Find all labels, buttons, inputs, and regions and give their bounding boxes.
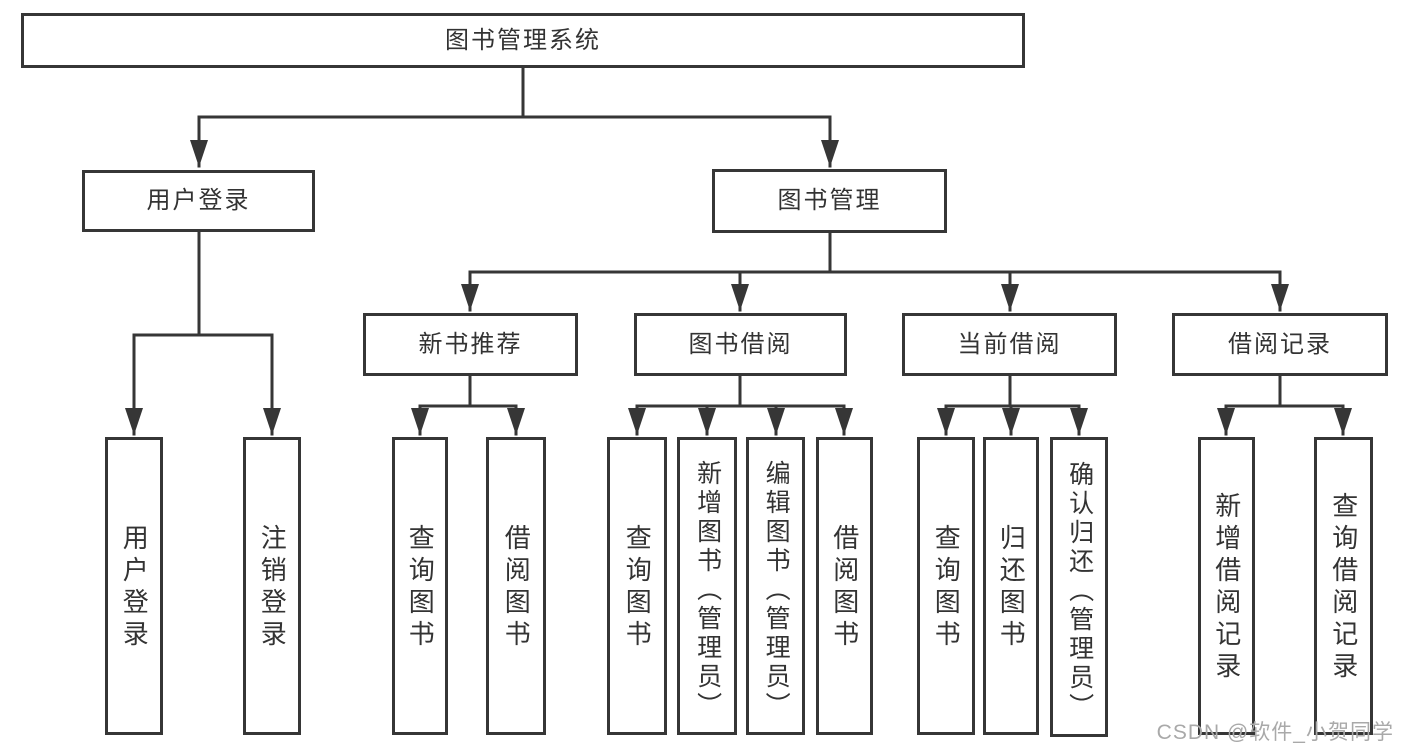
node-leaf-user-login: 用户登录 — [105, 437, 163, 735]
connector-new-book-recommend — [411, 374, 525, 436]
node-leaf-query-books-current: 查询图书 — [917, 437, 975, 735]
node-user-login-branch: 用户登录 — [82, 170, 315, 232]
node-current-borrowing: 当前借阅 — [902, 313, 1117, 376]
node-leaf-borrow-books-recommend: 借阅图书 — [486, 437, 546, 735]
node-leaf-add-books-admin: 新增图书（管理员） — [677, 437, 737, 735]
node-leaf-query-borrow-record: 查询借阅记录 — [1314, 437, 1373, 735]
connector-book-management — [461, 231, 1289, 312]
node-leaf-confirm-return-admin: 确认归还（管理员） — [1050, 437, 1108, 737]
node-leaf-query-books-recommend: 查询图书 — [392, 437, 448, 735]
node-leaf-add-borrow-record: 新增借阅记录 — [1198, 437, 1255, 735]
connector-root — [190, 66, 839, 168]
node-book-borrowing: 图书借阅 — [634, 313, 847, 376]
node-leaf-edit-books-admin: 编辑图书（管理员） — [746, 437, 805, 735]
node-leaf-logout: 注销登录 — [243, 437, 301, 735]
node-borrow-records: 借阅记录 — [1172, 313, 1388, 376]
connector-user-login — [125, 230, 281, 436]
node-leaf-borrow-books-borrowing: 借阅图书 — [816, 437, 873, 735]
connector-book-borrowing — [628, 374, 853, 436]
node-new-book-recommend: 新书推荐 — [363, 313, 578, 376]
node-root: 图书管理系统 — [21, 13, 1025, 68]
node-book-management: 图书管理 — [712, 169, 947, 233]
connector-current-borrowing — [937, 374, 1088, 436]
csdn-watermark: CSDN @软件_小贺同学 — [1156, 721, 1394, 744]
node-leaf-return-books: 归还图书 — [983, 437, 1039, 735]
connector-borrow-records — [1217, 374, 1352, 436]
node-leaf-query-books-borrowing: 查询图书 — [607, 437, 667, 735]
